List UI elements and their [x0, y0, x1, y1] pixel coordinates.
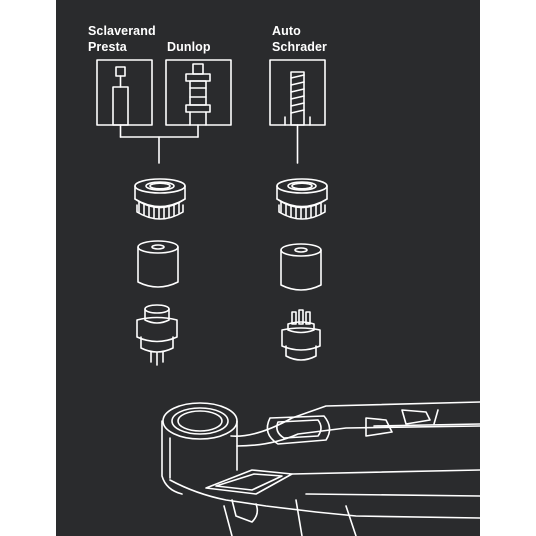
knurled-cap-right	[276, 178, 328, 220]
valve-adapter-diagram	[96, 59, 480, 536]
label-schrader: Schrader	[272, 40, 327, 54]
label-sclaverand: Sclaverand	[88, 24, 156, 38]
label-auto: Auto	[272, 24, 301, 38]
label-presta: Presta	[88, 40, 127, 54]
presta-valve-icon	[96, 59, 153, 126]
diagram-panel: Sclaverand Presta Dunlop Auto Schrader	[56, 0, 480, 536]
label-dunlop: Dunlop	[167, 40, 211, 54]
knurled-cap-left	[134, 178, 186, 220]
rubber-seal-left	[137, 240, 179, 288]
schrader-valve-icon	[269, 59, 326, 126]
dunlop-valve-icon	[165, 59, 232, 126]
valve-insert-left	[136, 304, 178, 366]
valve-insert-right	[281, 309, 321, 361]
pump-head	[161, 401, 480, 536]
rubber-seal-right	[280, 243, 322, 291]
connector-bracket-left	[119, 124, 199, 164]
